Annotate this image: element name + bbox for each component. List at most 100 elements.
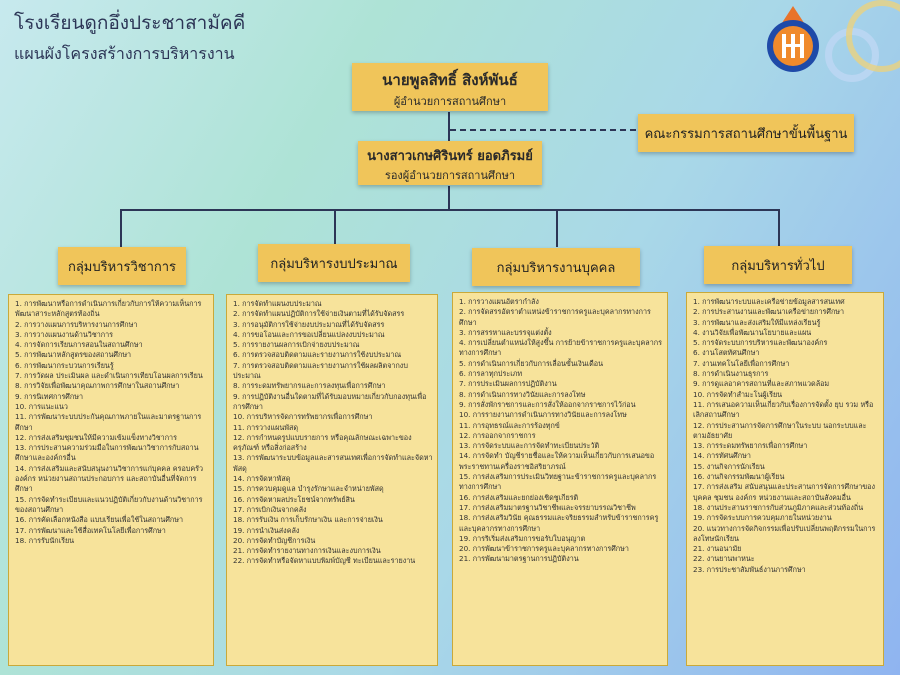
task-item: 17. การพัฒนาและใช้สื่อเทคโนโลยีเพื่อการศ…: [15, 525, 166, 535]
task-item: 2. การจัดสรรอัตราตำแหน่งข้าราชการครูและบ…: [459, 307, 651, 327]
task-item: 21. งานอนามัย: [693, 544, 742, 554]
deputy-name: นางสาวเกษศิรินทร์ ยอดภิรมย์: [367, 149, 533, 164]
director-name: นายพูลสิทธิ์ สิงห์พันธ์: [382, 71, 518, 89]
task-item: 21. การจัดทำรายงานทางการเงินและงบการเงิน: [233, 546, 381, 556]
task-item: 6. การพัฒนากระบวนการเรียนรู้: [15, 360, 114, 370]
task-item: 11. การอุทธรณ์และการร้องทุกข์: [459, 420, 560, 430]
task-item: 12. การส่งเสริมชุมชนให้มีความเข้มแข็งทาง…: [15, 432, 177, 442]
task-item: 1. การวางแผนอัตรากำลัง: [459, 297, 539, 306]
task-item: 16. งานกิจกรรมพัฒนาผู้เรียน: [693, 472, 785, 482]
task-item: 8. การดำเนินการทางวินัยและการลงโทษ: [459, 389, 586, 399]
task-item: 19. การจัดระบบการควบคุมภายในหน่วยงาน: [693, 513, 832, 523]
task-item: 1. การพัฒนาระบบและเครือข่ายข้อมูลสารสนเท…: [693, 297, 845, 306]
connector-line: [448, 112, 450, 142]
task-item: 11. การเสนอความเห็นเกี่ยวกับเรื่องการจัด…: [693, 399, 874, 420]
task-item: 10. การบริหารจัดการทรัพยากรเพื่อการศึกษา: [233, 412, 373, 422]
task-item: 15. การส่งเสริมการประเมินวิทยฐานะข้าราชก…: [459, 472, 657, 492]
task-item: 15. งานกิจการนักเรียน: [693, 461, 765, 471]
task-item: 7. งานเทคโนโลยีเพื่อการศึกษา: [693, 358, 790, 368]
task-item: 22. งานยานพาหนะ: [693, 554, 755, 564]
task-item: 1. การพัฒนาหรือการดำเนินการเกี่ยวกับการใ…: [15, 299, 202, 319]
task-item: 7. การประเมินผลการปฏิบัติงาน: [459, 379, 557, 389]
task-item: 11. การพัฒนาระบบประกันคุณภาพภายในและมาตร…: [15, 412, 202, 432]
task-item: 3. การอนุมัติการใช้จ่ายงบประมาณที่ได้รับ…: [233, 319, 385, 329]
task-item: 5. การดำเนินการเกี่ยวกับการเลื่อนขั้นเงิ…: [459, 358, 603, 368]
task-item: 9. การปฏิบัติงานอื่นใดตามที่ได้รับมอบหมา…: [233, 391, 427, 411]
task-item: 5. การรายงานผลการเบิกจ่ายงบประมาณ: [233, 340, 360, 350]
task-item: 11. การวางแผนพัสดุ: [233, 422, 299, 432]
task-item: 2. การวางแผนการบริหารงานการศึกษา: [15, 319, 138, 329]
task-item: 14. การจัดทำ บัญชีรายชื่อและให้ความเห็นเ…: [459, 451, 655, 471]
task-item: 14. การทัศนศึกษา: [693, 451, 751, 461]
task-item: 4. การขอโอนและการขอเปลี่ยนแปลงงบประมาณ: [233, 329, 385, 339]
group-label: กลุ่มบริหารงานบุคคล: [496, 260, 616, 276]
board-box: คณะกรรมการสถานศึกษาขั้นพื้นฐาน: [638, 114, 854, 152]
task-item: 9. การดูแลอาคารสถานที่และสภาพแวดล้อม: [693, 379, 830, 389]
task-item: 3. การวางแผนงานด้านวิชาการ: [15, 329, 114, 339]
task-item: 18. การรับเงิน การเก็บรักษาเงิน และการจ่…: [233, 515, 383, 525]
task-item: 10. การแนะแนว: [15, 401, 68, 411]
deputy-role: รองผู้อำนวยการสถานศึกษา: [384, 169, 516, 182]
task-item: 16. การจัดหาผลประโยชน์จากทรัพย์สิน: [233, 494, 355, 504]
task-item: 17. การส่งเสริม สนับสนุนและประสานการจัดก…: [693, 482, 875, 502]
task-item: 14. การจัดหาพัสดุ: [233, 474, 291, 484]
connector-line: [120, 209, 122, 247]
task-item: 19. การนำเงินส่งคลัง: [233, 525, 300, 535]
group-label: กลุ่มบริหารงบประมาณ: [270, 256, 398, 272]
task-item: 17. การส่งเสริมมาตรฐานวิชาชีพและจรรยาบรร…: [459, 502, 636, 512]
board-name: คณะกรรมการสถานศึกษาขั้นพื้นฐาน: [644, 126, 848, 142]
task-item: 4. การจัดการเรียนการสอนในสถานศึกษา: [15, 340, 143, 350]
task-item: 2. การจัดทำแผนปฏิบัติการใช้จ่ายเงินตามที…: [233, 309, 405, 319]
task-item: 4. การเปลี่ยนตำแหน่งให้สูงขึ้น การย้ายข้…: [459, 338, 662, 358]
academic-task-list: 1. การพัฒนาหรือการดำเนินการเกี่ยวกับการใ…: [8, 294, 214, 666]
task-item: 22. การจัดทำหรือจัดหาแบบพิมพ์บัญชี ทะเบี…: [233, 556, 416, 566]
connector-line: [556, 209, 558, 247]
task-item: 13. การจัดระบบและการจัดทำทะเบียนประวัติ: [459, 441, 600, 451]
task-item: 4. งานวิจัยเพื่อพัฒนานโยบายและแผน: [693, 327, 812, 337]
director-role: ผู้อำนวยการสถานศึกษา: [393, 95, 507, 108]
task-item: 13. การประสานความร่วมมือในการพัฒนาวิชากา…: [15, 443, 199, 463]
connector-line: [778, 209, 780, 247]
task-item: 5. การจัดระบบการบริหารและพัฒนาองค์กร: [693, 338, 828, 348]
task-item: 7. การวัดผล ประเมินผล และดำเนินการเทียบโ…: [15, 371, 203, 381]
task-item: 2. การประสานงานและพัฒนาเครือข่ายการศึกษา: [693, 307, 845, 317]
chart-title: แผนผังโครงสร้างการบริหารงาน: [14, 44, 235, 63]
task-item: 8. การวิจัยเพื่อพัฒนาคุณภาพการศึกษาในสถา…: [15, 381, 180, 391]
task-item: 1. การจัดทำแผนงบประมาณ: [233, 299, 322, 308]
task-item: 16. การส่งเสริมและยกย่องเชิดชูเกียรติ: [459, 492, 579, 502]
group-general: กลุ่มบริหารทั่วไป: [704, 246, 852, 284]
task-item: 6. การลาทุกประเภท: [459, 369, 523, 379]
task-item: 9. การนิเทศการศึกษา: [15, 391, 83, 401]
task-item: 12. การประสานการจัดการศึกษาในระบบ นอกระบ…: [693, 420, 867, 440]
task-item: 12. การกำหนดรูปแบบรายการ หรือคุณลักษณะเฉ…: [233, 432, 412, 453]
group-label: กลุ่มบริหารวิชาการ: [67, 259, 177, 275]
task-item: 18. งานประสานราชการกับส่วนภูมิภาคและส่วน…: [693, 502, 864, 512]
decorative-circle: [846, 0, 900, 72]
task-item: 20. การพัฒนาข้าราชการครูและบุคลากรทางการ…: [459, 544, 629, 554]
task-item: 23. การประชาสัมพันธ์งานการศึกษา: [693, 564, 806, 574]
task-item: 8. การดำเนินงานธุรการ: [693, 369, 769, 379]
task-item: 18. การรับนักเรียน: [15, 535, 75, 545]
group-label: กลุ่มบริหารทั่วไป: [731, 258, 825, 274]
group-budget: กลุ่มบริหารงบประมาณ: [258, 244, 410, 282]
task-item: 6. งานโสตทัศนศึกษา: [693, 348, 760, 358]
task-item: 8. การระดมทรัพยากรและการลงทุนเพื่อการศึก…: [233, 381, 386, 391]
deputy-box: นางสาวเกษศิรินทร์ ยอดภิรมย์ รองผู้อำนวยก…: [358, 141, 542, 185]
task-item: 18. การส่งเสริมวินัย คุณธรรมและจริยธรรมส…: [459, 513, 659, 533]
director-box: นายพูลสิทธิ์ สิงห์พันธ์ ผู้อำนวยการสถานศ…: [352, 63, 548, 111]
task-item: 6. การตรวจสอบติดตามและรายงานการใช้งบประม…: [233, 350, 402, 360]
task-item: 13. การพัฒนาระบบข้อมูลและสารสนเทศเพื่อกา…: [233, 453, 433, 473]
school-logo-icon: [767, 6, 819, 72]
connector-line: [448, 186, 450, 210]
task-item: 15. การจัดทำระเบียบและแนวปฏิบัติเกี่ยวกั…: [15, 494, 203, 514]
task-item: 10. การรายงานการดำเนินการทางวินัยและการล…: [459, 410, 627, 420]
task-item: 13. การระดมทรัพยากรเพื่อการศึกษา: [693, 441, 808, 451]
task-item: 12. การออกจากราชการ: [459, 430, 536, 440]
task-item: 16. การคัดเลือกหนังสือ แบบเรียนเพื่อใช้ใ…: [15, 515, 184, 525]
board-dashed-connector: [450, 129, 636, 131]
task-item: 20. การจัดทำบัญชีการเงิน: [233, 535, 316, 545]
task-item: 20. แนวทางการจัดกิจกรรมเพื่อปรับเปลี่ยนพ…: [693, 523, 876, 543]
task-item: 9. การสั่งพักราชการและการสั่งให้ออกจากรา…: [459, 399, 636, 409]
